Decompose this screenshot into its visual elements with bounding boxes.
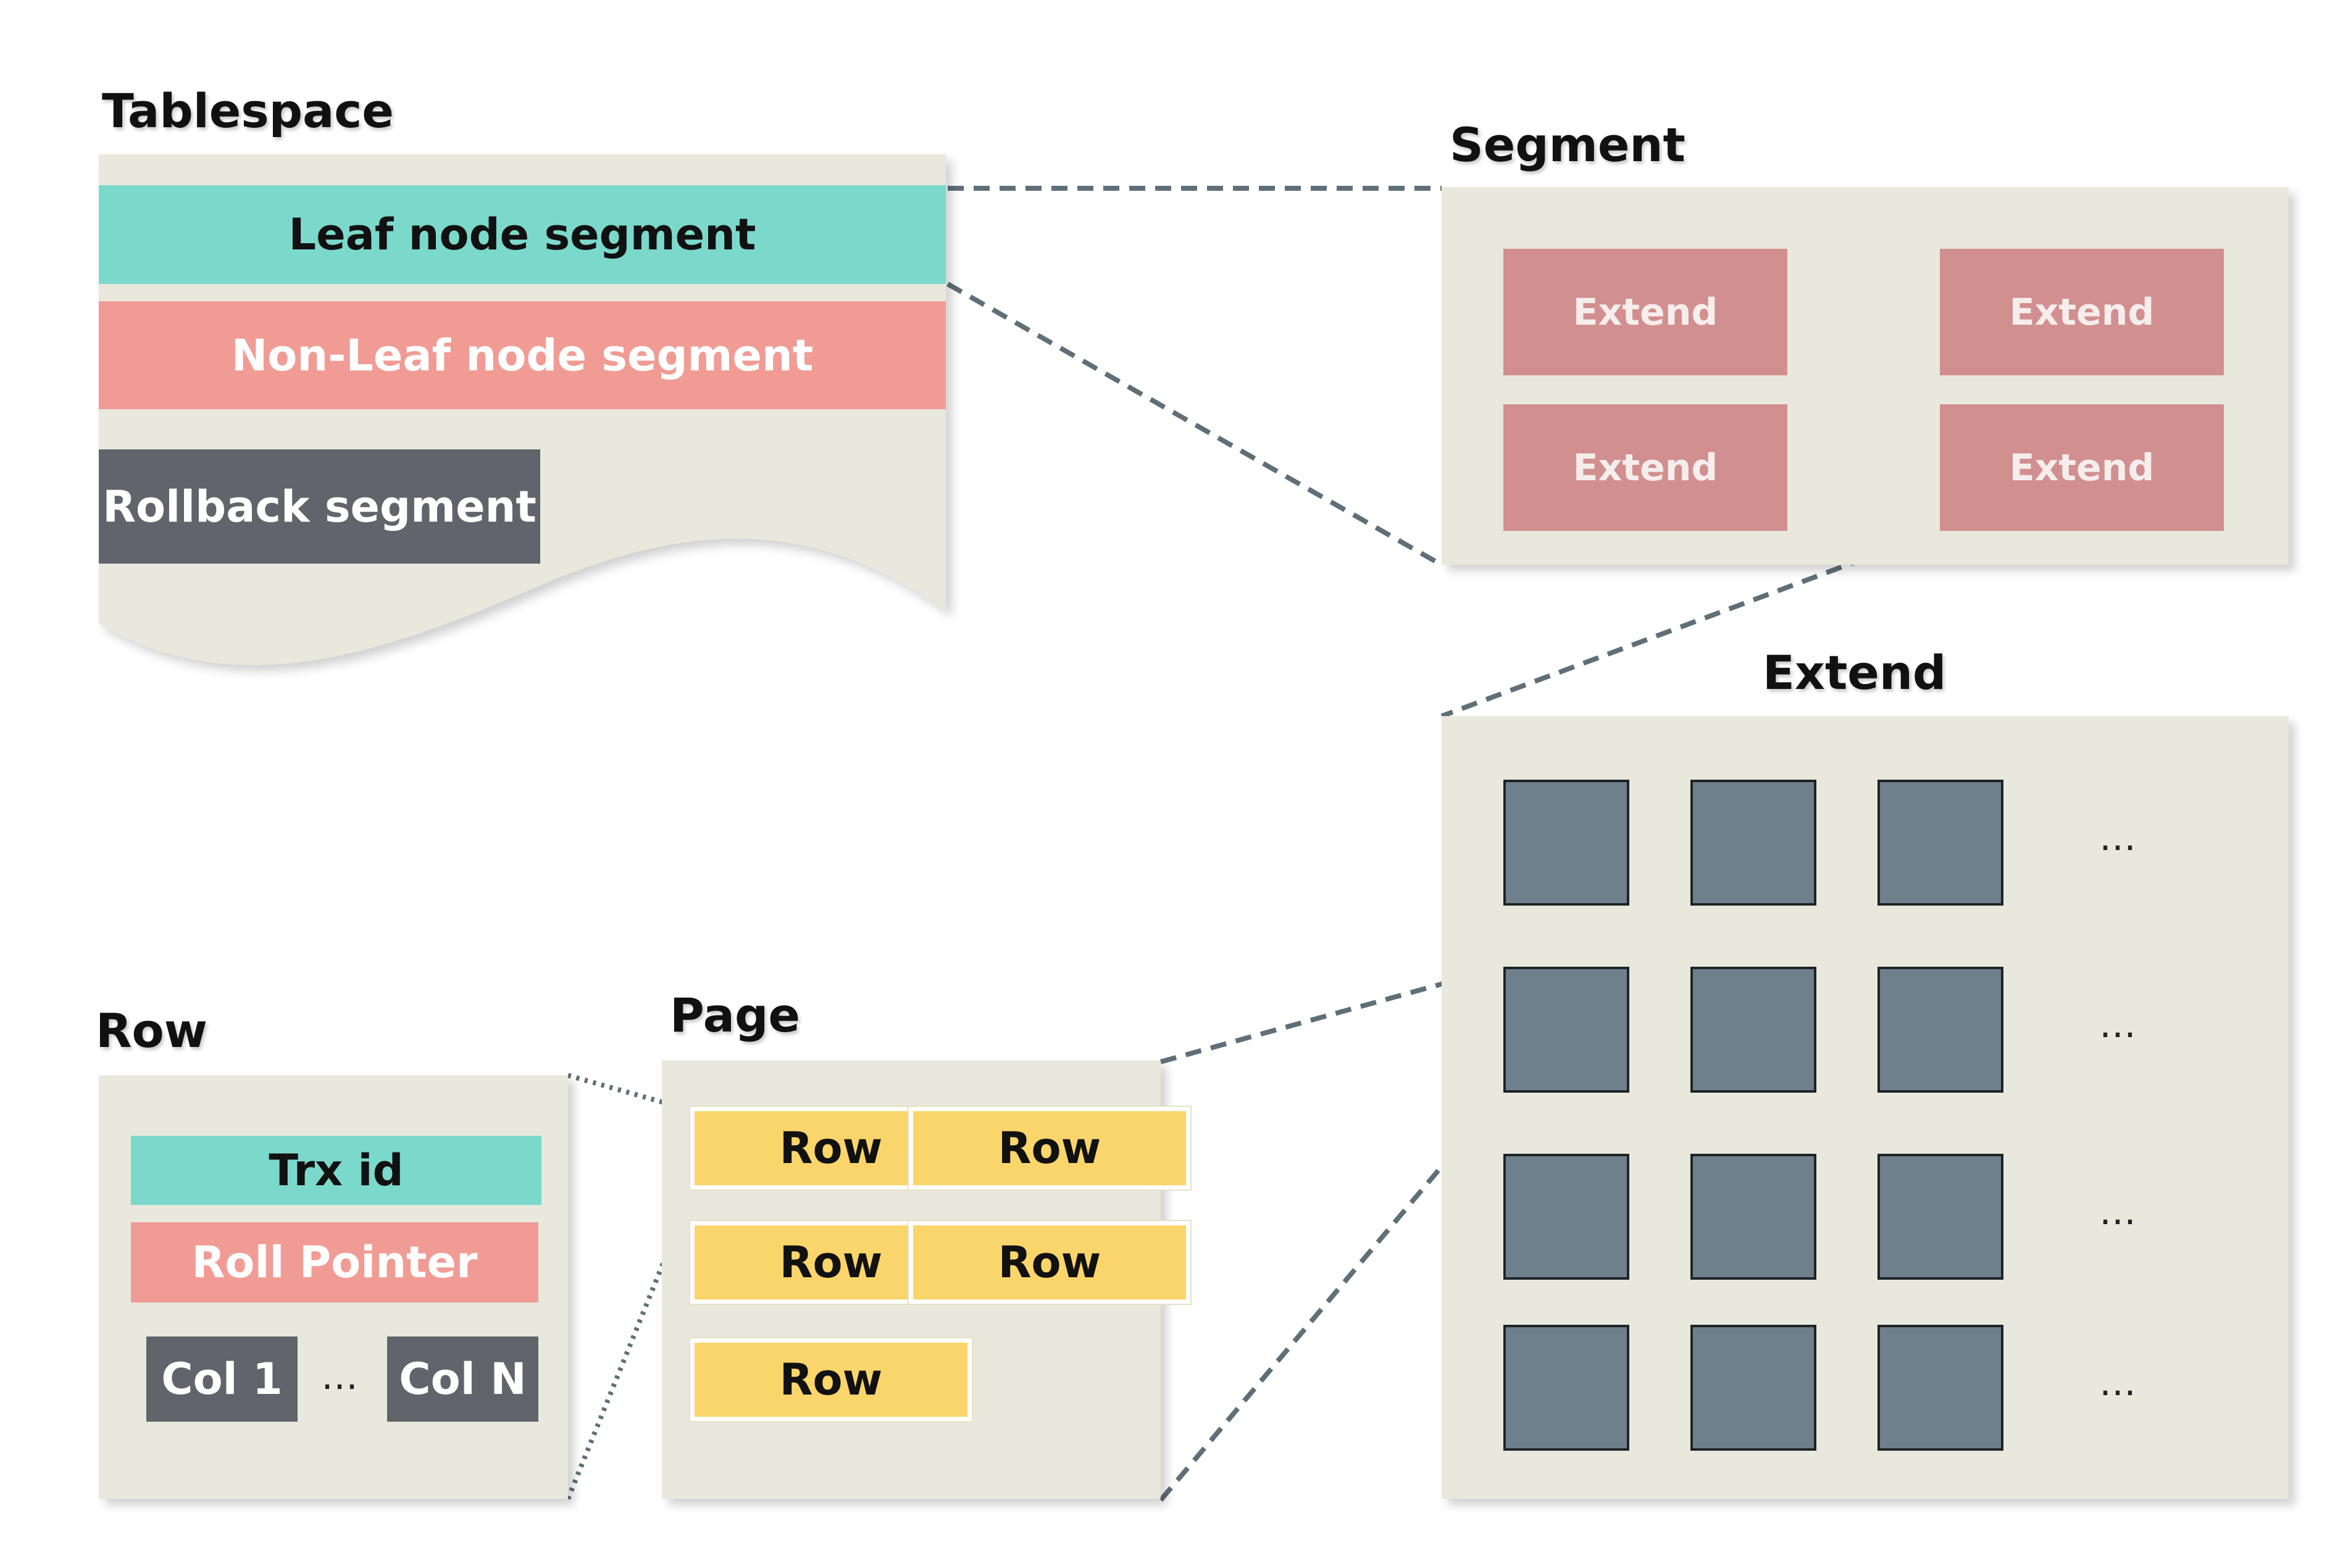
connector-leaf-to-segment-bottom [946, 281, 1443, 567]
page-square [1877, 780, 2003, 906]
extend-row-ellipsis: … [2099, 1190, 2139, 1233]
segment-extend-4: Extend [1940, 404, 2224, 531]
page-row-cell: Row [690, 1338, 972, 1421]
page-square [1503, 1154, 1629, 1280]
page-square [1877, 967, 2003, 1093]
extend-row-ellipsis: … [2099, 816, 2139, 859]
column-last: Col N [387, 1337, 538, 1422]
page-square [1877, 1325, 2003, 1451]
nonleaf-node-segment: Non-Leaf node segment [99, 301, 946, 409]
page-square [1690, 967, 1816, 1093]
column-first: Col 1 [146, 1337, 298, 1422]
extend-row-ellipsis: … [2099, 1361, 2139, 1404]
page-square [1690, 1325, 1816, 1451]
leaf-node-segment: Leaf node segment [99, 185, 946, 284]
page-square [1690, 1154, 1816, 1280]
page-square [1877, 1154, 2003, 1280]
page-square [1503, 780, 1629, 906]
extend-title: Extend [1763, 645, 1947, 700]
extend-row-ellipsis: … [2099, 1003, 2139, 1046]
page-square [1503, 1325, 1629, 1451]
segment-extend-1: Extend [1503, 249, 1787, 375]
page-square [1503, 967, 1629, 1093]
roll-pointer-field: Roll Pointer [131, 1222, 538, 1303]
segment-title: Segment [1450, 117, 1685, 172]
tablespace-title: Tablespace [102, 83, 394, 138]
column-ellipsis: … [321, 1355, 361, 1398]
page-row-cell: Row [909, 1107, 1190, 1190]
rollback-segment: Rollback segment [99, 449, 540, 564]
page-square [1690, 780, 1816, 906]
trx-id-field: Trx id [131, 1136, 541, 1205]
page-row-cell: Row [909, 1221, 1190, 1304]
segment-extend-3: Extend [1503, 404, 1787, 531]
segment-extend-2: Extend [1940, 249, 2224, 375]
row-title: Row [96, 1003, 207, 1058]
page-title: Page [670, 988, 800, 1043]
